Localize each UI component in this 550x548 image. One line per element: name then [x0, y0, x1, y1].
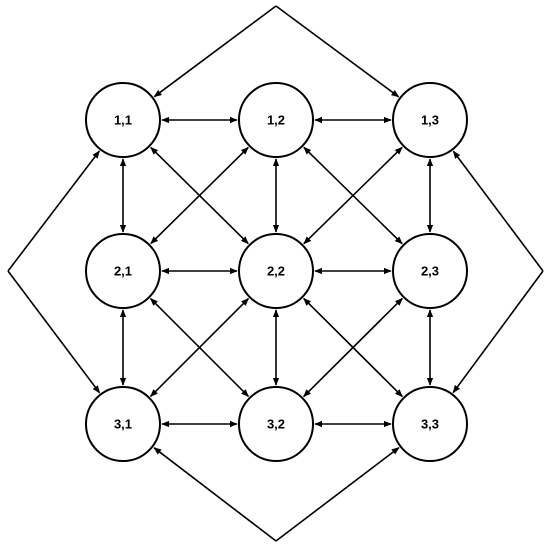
- node-circle: [392, 233, 468, 309]
- node-circle: [392, 386, 468, 462]
- outer-edge-right-vertex-n33: [452, 270, 544, 394]
- node-n12: 1,2: [238, 82, 314, 158]
- node-circle: [85, 233, 161, 309]
- outer-edge-top-vertex-n11: [153, 5, 277, 98]
- outer-edge-right-vertex-n13: [452, 150, 544, 272]
- node-label: 3,3: [421, 417, 439, 432]
- node-n31: 3,1: [85, 386, 161, 462]
- node-n11: 1,1: [85, 82, 161, 158]
- node-label: 2,1: [114, 264, 132, 279]
- node-circle: [238, 386, 314, 462]
- node-label: 2,3: [421, 264, 439, 279]
- edge-n22-n31: [150, 298, 249, 397]
- node-n33: 3,3: [392, 386, 468, 462]
- node-circle: [238, 82, 314, 158]
- node-n21: 2,1: [85, 233, 161, 309]
- outer-edge-left-vertex-n31: [7, 270, 101, 394]
- outer-edge-top-vertex-n13: [275, 5, 400, 98]
- node-label: 3,2: [267, 417, 285, 432]
- node-n13: 1,3: [392, 82, 468, 158]
- node-circle: [85, 82, 161, 158]
- grid-nodes: 1,1 1,2 1,3 2,1 2,2 2,3 3,1 3,2 3,3: [85, 82, 468, 462]
- node-circle: [392, 82, 468, 158]
- outer-edge-left-vertex-n11: [7, 150, 101, 272]
- node-n23: 2,3: [392, 233, 468, 309]
- grid-edges: [119, 116, 434, 428]
- node-n32: 3,2: [238, 386, 314, 462]
- node-label: 1,2: [267, 113, 285, 128]
- edge-n12-n21: [150, 146, 249, 245]
- node-label: 3,1: [114, 417, 132, 432]
- outer-octagon-edges: [7, 5, 544, 542]
- node-label: 1,3: [421, 113, 439, 128]
- outer-edge-bottom-vertex-n31: [153, 447, 277, 542]
- edge-n13-n22: [303, 146, 403, 245]
- outer-edge-bottom-vertex-n33: [275, 446, 400, 542]
- node-label: 2,2: [267, 264, 285, 279]
- node-label: 1,1: [114, 113, 132, 128]
- edge-n23-n32: [303, 297, 403, 398]
- node-circle: [238, 233, 314, 309]
- node-n22: 2,2: [238, 233, 314, 309]
- node-circle: [85, 386, 161, 462]
